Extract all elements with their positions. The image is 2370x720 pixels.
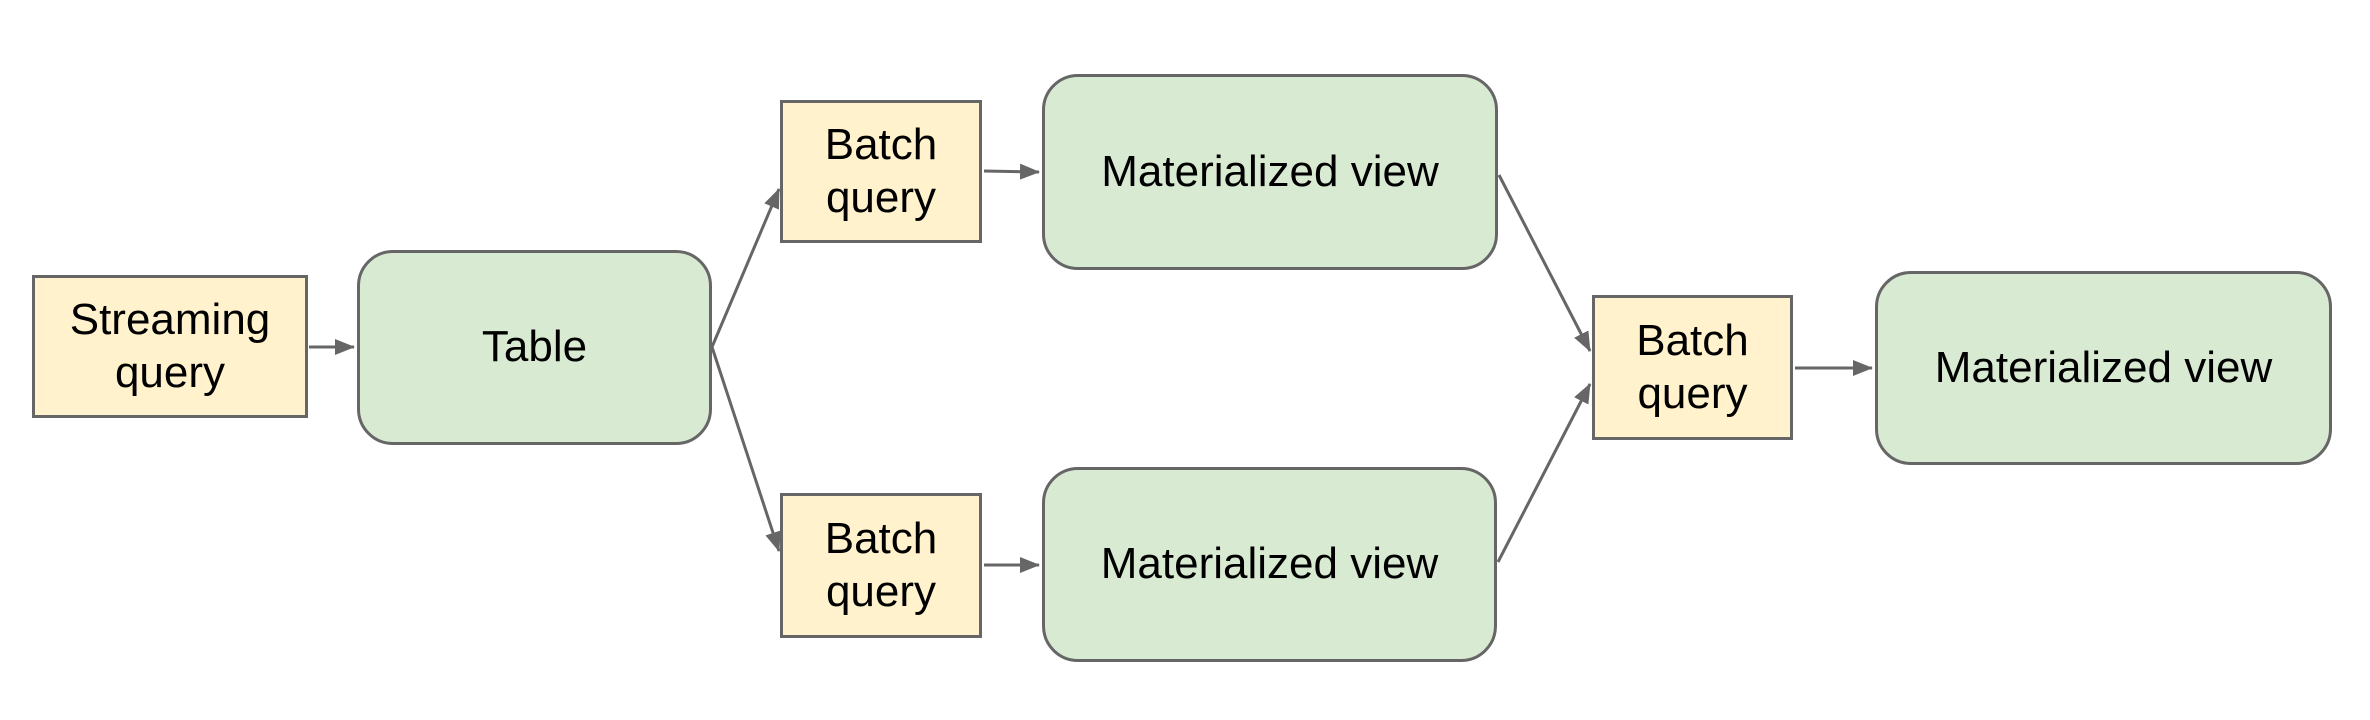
node-label: Streaming query	[69, 294, 271, 397]
edge-table-to-batch-query-top	[710, 188, 781, 348]
node-label: Batch query	[824, 119, 938, 222]
node-materialized-view-right: Materialized view	[1875, 271, 2332, 465]
node-batch-query-right: Batch query	[1592, 295, 1793, 440]
node-label: Materialized view	[1101, 146, 1439, 196]
edge-table-to-batch-query-bottom	[710, 346, 781, 552]
edge-batch-query-top-to-mv-top	[983, 163, 1040, 180]
edge-mv-bottom-to-batch-query-right	[1496, 383, 1592, 563]
node-batch-query-bottom: Batch query	[780, 493, 982, 638]
node-streaming-query: Streaming query	[32, 275, 308, 418]
node-label: Batch query	[824, 513, 938, 616]
edge-mv-top-to-batch-query-right	[1497, 174, 1592, 352]
node-label: Materialized view	[1100, 539, 1439, 589]
node-batch-query-top: Batch query	[780, 100, 982, 243]
node-label: Table	[481, 322, 588, 372]
node-materialized-view-top: Materialized view	[1042, 74, 1498, 270]
node-table: Table	[357, 250, 712, 445]
node-label: Materialized view	[1934, 342, 2273, 392]
node-materialized-view-bottom: Materialized view	[1042, 467, 1497, 662]
node-label: Batch query	[1636, 315, 1749, 418]
